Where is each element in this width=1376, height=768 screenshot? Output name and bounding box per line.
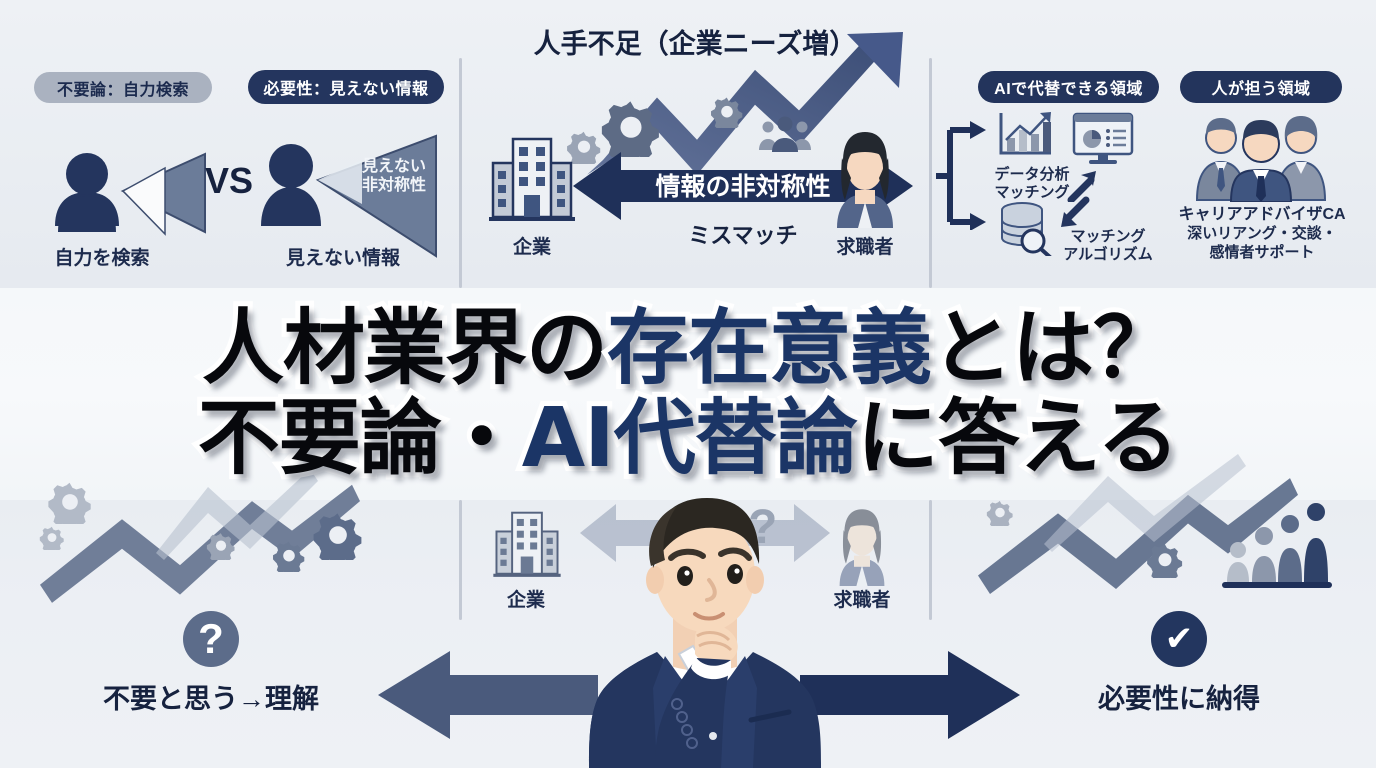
narrow-vision-cone-icon [55, 152, 206, 236]
people-group-icon [759, 116, 811, 152]
gear-icon [313, 513, 362, 560]
arrow-up-right-icon [1067, 171, 1096, 202]
ai-item-analysis-line-1: データ分析 [994, 166, 1070, 183]
cone-inner-line-1: 見えない [361, 158, 426, 175]
badge-ai-replaceable: AIで代替できる領域 [978, 71, 1159, 103]
dashboard-monitor-icon [1072, 112, 1134, 164]
caption-jobseeker-top: 求職者 [836, 237, 894, 258]
cone-inner-line-2: 非対称性 [361, 176, 426, 194]
upward-zigzag-trend-ghost-icon [156, 469, 318, 560]
gear-icon [1147, 543, 1183, 578]
ai-item-algorithm-line-1: マッチング [1070, 228, 1146, 245]
gear-icon [206, 533, 235, 560]
downward-zigzag-trend-icon [40, 484, 360, 603]
ai-item-analysis-line-2: マッチング [994, 183, 1070, 201]
check-glyph: ✔ [1164, 620, 1194, 658]
caption-company-bottom: 企業 [506, 590, 545, 611]
thinking-businessman-illustration [589, 498, 821, 768]
ai-item-algorithm-label: マッチング アルゴリズム [1056, 228, 1160, 263]
panel-divider-left [459, 58, 462, 288]
human-domain-line-3: 感情者サポート [1209, 244, 1315, 262]
wide-vision-cone-icon [261, 134, 437, 258]
bottom-left-label: 不要と思う→理解 [103, 684, 319, 714]
badge-necessity-label: 必要性：見えない情報 [263, 81, 429, 98]
double-headed-arrow-icon [573, 152, 913, 220]
badge-necessity: 必要性：見えない情報 [248, 70, 444, 104]
upward-zigzag-trend-ghost-icon [1044, 454, 1246, 552]
headline-labor-shortage: 人手不足（企業ニーズ増） [533, 29, 857, 59]
gear-icon [567, 131, 601, 164]
badge-ai-replaceable-label: AIで代替できる領域 [994, 81, 1143, 98]
right-arrow-icon [800, 651, 1020, 739]
background-band-middle [0, 288, 1376, 500]
ai-item-analysis-label: データ分析 マッチング [986, 166, 1078, 201]
branch-arrows-icon [936, 121, 986, 230]
businesswoman-avatar-icon [839, 509, 885, 586]
badge-human-domain-label: 人が担う領域 [1211, 81, 1311, 98]
office-building-icon [493, 511, 561, 577]
three-people-team-icon [1195, 116, 1327, 202]
gear-icon [273, 541, 305, 572]
left-arrow-icon [378, 651, 598, 739]
arrow-label-information-asymmetry: 情報の非対称性 [655, 173, 831, 201]
caption-self-search: 自力を検索 [54, 248, 150, 269]
gear-icon [986, 500, 1013, 526]
arrow-down-left-icon [1061, 196, 1090, 227]
people-bar-chart-icon [1222, 503, 1332, 588]
caption-invisible-info: 見えない情報 [285, 248, 400, 269]
human-domain-description: キャリアアドバイザCA 深いリアング・交談・ 感情者サポート [1172, 205, 1352, 263]
badge-unnecessary-theory-label: 不要論：自力検索 [56, 81, 189, 99]
bottom-right-label: 必要性に納得 [1098, 684, 1260, 714]
question-glyph: ? [198, 615, 224, 662]
caption-jobseeker-bottom: 求職者 [833, 590, 891, 611]
bar-chart-growth-icon [999, 112, 1051, 155]
office-building-icon [489, 137, 575, 221]
panel-divider-right-bottom [929, 500, 932, 620]
upward-zigzag-trend-icon [978, 478, 1298, 594]
gear-icon [48, 482, 91, 524]
ai-item-algorithm-line-2: アルゴリズム [1063, 245, 1153, 263]
check-circle-icon: ✔ [1151, 611, 1207, 667]
cone-inner-text: 見えない 非対称性 [338, 158, 450, 196]
vs-label: VS [205, 160, 254, 201]
panel-divider-right [929, 58, 932, 288]
gear-icon [711, 97, 743, 128]
arrow-sublabel-mismatch: ミスマッチ [688, 223, 798, 248]
badge-human-domain: 人が担う領域 [1180, 71, 1342, 103]
database-search-icon [1001, 202, 1052, 256]
badge-unnecessary-theory: 不要論：自力検索 [34, 72, 212, 103]
caption-company-top: 企業 [512, 237, 551, 258]
gear-icon [39, 526, 64, 550]
gear-icon [601, 101, 659, 157]
human-domain-line-2: 深いリアング・交談・ [1187, 225, 1337, 243]
panel-divider-left-bottom [459, 500, 462, 620]
businesswoman-avatar-icon [837, 132, 893, 228]
human-domain-line-1: キャリアアドバイザCA [1178, 206, 1346, 223]
question-mark-circle-icon: ? [183, 611, 239, 667]
